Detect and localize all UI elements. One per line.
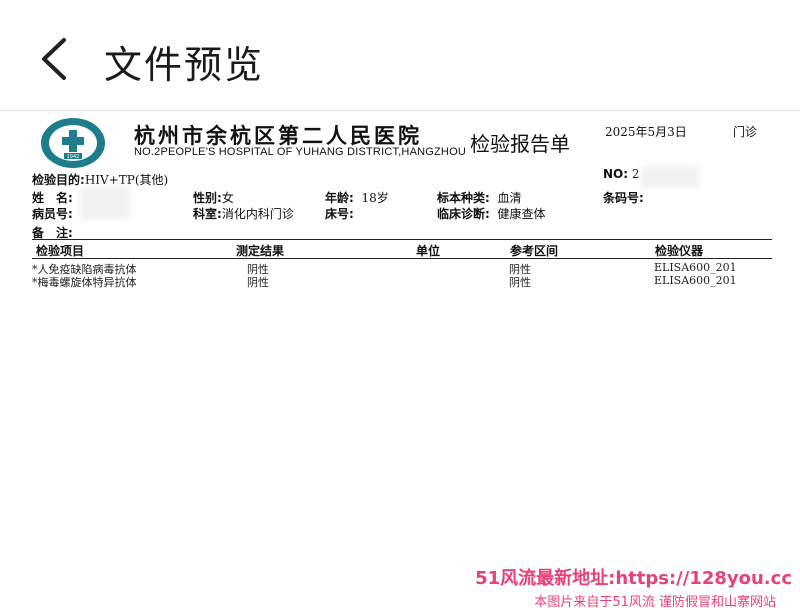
hospital-name-cn: 杭州市余杭区第二人民医院 — [134, 123, 422, 148]
cell-result: 阴性 — [247, 276, 269, 289]
hospital-name-en: NO.2PEOPLE'S HOSPITAL OF YUHANG DISTRICT… — [134, 146, 466, 158]
purpose-label: 检验目的: — [32, 173, 85, 187]
page-title: 文件预览 — [104, 43, 265, 87]
barcode-field: 条码号: — [603, 189, 644, 206]
redaction-no — [640, 166, 700, 188]
bed-label: 床号: — [325, 207, 354, 221]
dept-label: 科室: — [193, 207, 222, 221]
table-header-rule — [32, 258, 772, 259]
cell-item: *梅毒螺旋体特异抗体 — [32, 276, 137, 289]
sex-field: 性别:女 — [193, 189, 234, 206]
diagnosis-field: 临床诊断: 健康查体 — [437, 205, 545, 222]
name-label: 姓 名: — [32, 191, 73, 205]
col-header-unit: 单位 — [416, 244, 441, 258]
purpose-value: HIV+TP(其他) — [84, 173, 169, 187]
table-top-rule — [32, 239, 772, 240]
remark-field: 备 注: — [32, 224, 73, 241]
col-header-instrument: 检验仪器 — [655, 244, 704, 258]
col-header-result: 测定结果 — [236, 244, 285, 258]
cell-reference: 阴性 — [509, 263, 531, 276]
redaction-name — [80, 186, 130, 220]
sex-value: 女 — [221, 191, 234, 205]
age-value: 18岁 — [361, 191, 389, 205]
diagnosis-label: 临床诊断: — [437, 207, 490, 221]
watermark-line-1: 51风流最新地址:https://128you.cc — [475, 568, 792, 589]
purpose-field: 检验目的:HIV+TP(其他) — [32, 171, 168, 188]
specimen-field: 标本种类: 血清 — [437, 189, 521, 206]
logo-year: 1942 — [67, 154, 80, 160]
back-button[interactable] — [36, 36, 76, 82]
report-no-field: NO: 2 — [603, 167, 640, 181]
col-header-item: 检验项目 — [36, 244, 85, 258]
chevron-left-icon — [42, 38, 66, 80]
report-no-label: NO: — [603, 167, 629, 181]
name-field: 姓 名: — [32, 189, 73, 206]
cell-instrument: ELISA600_201 — [654, 261, 737, 274]
dept-value: 消化内科门诊 — [221, 207, 294, 221]
report-title: 检验报告单 — [470, 132, 570, 156]
specimen-label: 标本种类: — [437, 191, 490, 205]
specimen-value: 血清 — [497, 191, 522, 205]
watermark-line-2: 本图片来自于51风流 谨防假冒和山寨网站 — [534, 595, 776, 610]
col-header-reference: 参考区间 — [510, 244, 559, 258]
cell-result: 阴性 — [247, 263, 269, 276]
cell-instrument: ELISA600_201 — [654, 274, 737, 287]
report-date: 2025年5月3日 — [605, 125, 687, 139]
remark-label: 备 注: — [32, 226, 73, 240]
patient-id-label: 病员号: — [32, 207, 73, 221]
hospital-logo: 1942 — [41, 118, 105, 168]
age-field: 年龄: 18岁 — [325, 189, 389, 206]
app-header: 文件预览 — [0, 0, 800, 111]
barcode-label: 条码号: — [603, 191, 644, 205]
report-no-value: 2 — [631, 167, 640, 181]
cell-reference: 阴性 — [509, 276, 531, 289]
cell-item: *人免疫缺陷病毒抗体 — [32, 263, 137, 276]
dept-field: 科室:消化内科门诊 — [193, 205, 294, 222]
patient-id-field: 病员号: — [32, 205, 73, 222]
bed-field: 床号: — [325, 205, 354, 222]
diagnosis-value: 健康查体 — [497, 207, 546, 221]
sex-label: 性别: — [193, 191, 222, 205]
visit-type: 门诊 — [733, 125, 758, 139]
age-label: 年龄: — [325, 191, 354, 205]
